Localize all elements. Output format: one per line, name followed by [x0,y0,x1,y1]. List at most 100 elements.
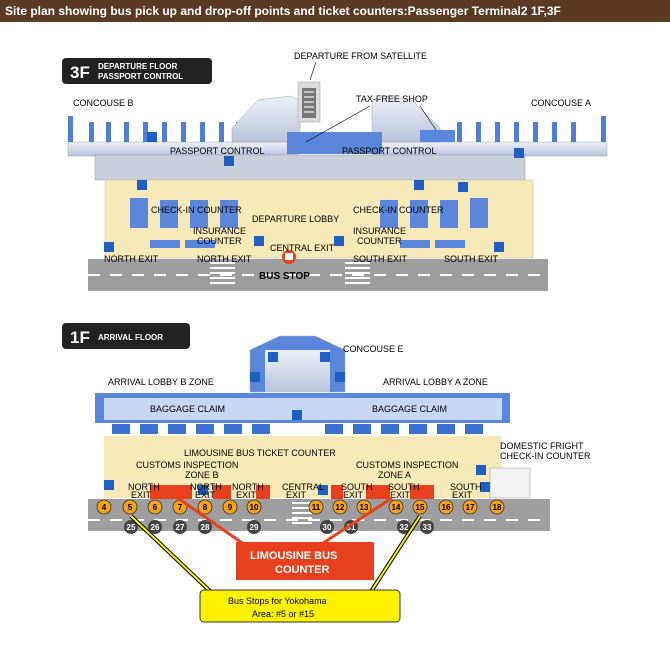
label-domestic-1: DOMESTIC FRIGHT [500,441,584,451]
bus-stop-marker [412,499,428,515]
yokohama-line2: Area: #5 or #15 [252,609,314,619]
bus-stop-marker [320,520,334,534]
bus-stop-number: 32 [400,523,409,532]
label-insurance-left-2: COUNTER [197,236,242,246]
exit-label: NORTH [128,482,160,492]
bus-stop-number: 28 [201,523,210,532]
exit-label: EXIT [390,490,411,500]
floor-1f: 1F ARRIVAL FLOOR [62,323,591,623]
bus-stop-number: 29 [250,523,259,532]
bus-stop-number: 27 [176,523,185,532]
floor-3f-number: 3F [70,63,90,82]
limousine-counters [150,485,434,499]
exit-label: NORTH [190,482,222,492]
bus-stop-marker [148,520,162,534]
bus-stop-marker [438,499,454,515]
label-insurance-left-1: INSURANCE [193,226,246,236]
limousine-bus-counter-callout: LIMOUSINE BUS COUNTER [236,542,374,580]
label-north-exit-2: NORTH EXIT [197,254,252,264]
bus-stop-marker [397,520,411,534]
floor-1f-name: ARRIVAL FLOOR [98,333,163,342]
label-customs-a-line1: CUSTOMS INSPECTION [356,460,458,470]
label-customs-b-line1: CUSTOMS INSPECTION [136,460,238,470]
bus-stop-number: 12 [336,503,345,512]
floor-3f-name-line2: PASSPORT CONTROL [98,72,183,81]
bus-stop-number: 11 [312,503,321,512]
bus-stop-number: 8 [203,503,208,512]
bus-stop-number: 33 [423,523,432,532]
bus-stop-number: 15 [416,503,425,512]
label-arrival-lobby-b: ARRIVAL LOBBY B ZONE [108,377,214,387]
bus-stop-marker [197,499,213,515]
bus-stop-number: 25 [127,523,136,532]
label-north-exit-1: NORTH EXIT [104,254,159,264]
exit-label: EXIT [236,490,257,500]
bus-stop-marker [147,499,163,515]
label-concourse-e: CONCOUSE E [343,344,404,354]
bus-stop-number: 9 [228,503,233,512]
bus-stop-marker [388,499,404,515]
checkin-islands-3f [130,198,488,248]
label-insurance-right-2: COUNTER [357,236,402,246]
restroom-icons-1f [104,352,490,495]
exit-label: EXIT [195,490,216,500]
label-checkin-right: CHECK-IN COUNTER [353,205,444,215]
bus-stop-marker [489,499,505,515]
bus-stop-number: 4 [102,503,107,512]
bus-stop-marker [173,520,187,534]
bus-stop-number: 7 [178,503,183,512]
floor-3f-name-line1: DEPARTURE FLOOR [98,62,178,71]
bus-stop-marker [420,520,434,534]
terminal-site-plan: 3F DEPARTURE FLOOR PASSPORT CONTROL [62,51,608,623]
tax-free-shop-block [287,132,382,154]
label-insurance-right-1: INSURANCE [353,226,406,236]
passport-control-band [94,154,526,181]
label-concourse-a: CONCOUSE A [531,98,591,108]
crosswalks-1f [292,502,312,524]
exit-label: EXIT [286,490,307,500]
floor-3f: 3F DEPARTURE FLOOR PASSPORT CONTROL [62,51,608,291]
label-customs-b-line2: ZONE B [185,470,219,480]
bus-stop-number: 26 [151,523,160,532]
limousine-counter-line2: COUNTER [275,564,329,576]
exit-label: EXIT [452,490,473,500]
exit-label: CENTRAL [282,482,324,492]
bus-stop-marker [356,499,372,515]
yokohama-bus-stops-callout: Bus Stops for Yokohama Area: #5 or #15 [199,589,401,623]
bus-stop-number: 13 [360,503,369,512]
bus-stop-number: 6 [153,503,158,512]
bus-stop-marker [222,499,238,515]
label-arrival-lobby-a: ARRIVAL LOBBY A ZONE [383,377,488,387]
restroom-icons-3f [104,132,524,252]
exit-label: SOUTH [450,482,482,492]
bus-stop-marker [96,499,112,515]
floor-1f-number: 1F [70,328,90,347]
bus-stop-number: 17 [466,503,475,512]
label-tax-free-shop: TAX-FREE SHOP [356,94,428,104]
limousine-counter-line1: LIMOUSINE BUS [250,550,337,562]
bus-stop-marker [332,499,348,515]
label-passport-control-left: PASSPORT CONTROL [170,146,265,156]
label-concourse-b: CONCOUSE B [73,98,134,108]
bus-stop-marker [198,520,212,534]
label-bus-stop: BUS STOP [259,271,310,282]
floor-3f-badge: 3F DEPARTURE FLOOR PASSPORT CONTROL [62,58,212,84]
exit-label: EXIT [343,490,364,500]
bus-stop-number: 18 [493,503,502,512]
bus-stop-number: 30 [323,523,332,532]
bus-stop-marker [122,499,138,515]
exit-label: NORTH [232,482,264,492]
label-domestic-2: CHECK-IN COUNTER [500,451,591,461]
bus-stop-number: 14 [392,503,401,512]
label-south-exit-1: SOUTH EXIT [353,254,408,264]
bus-stop-marker [124,520,138,534]
baggage-carousels [112,424,483,434]
bus-stop-number: 16 [442,503,451,512]
label-departure-lobby: DEPARTURE LOBBY [252,214,339,224]
label-baggage-claim-right: BAGGAGE CLAIM [372,404,447,414]
yokohama-line1: Bus Stops for Yokohama [228,596,327,606]
baggage-claim-area [104,398,502,420]
label-south-exit-2: SOUTH EXIT [444,254,499,264]
